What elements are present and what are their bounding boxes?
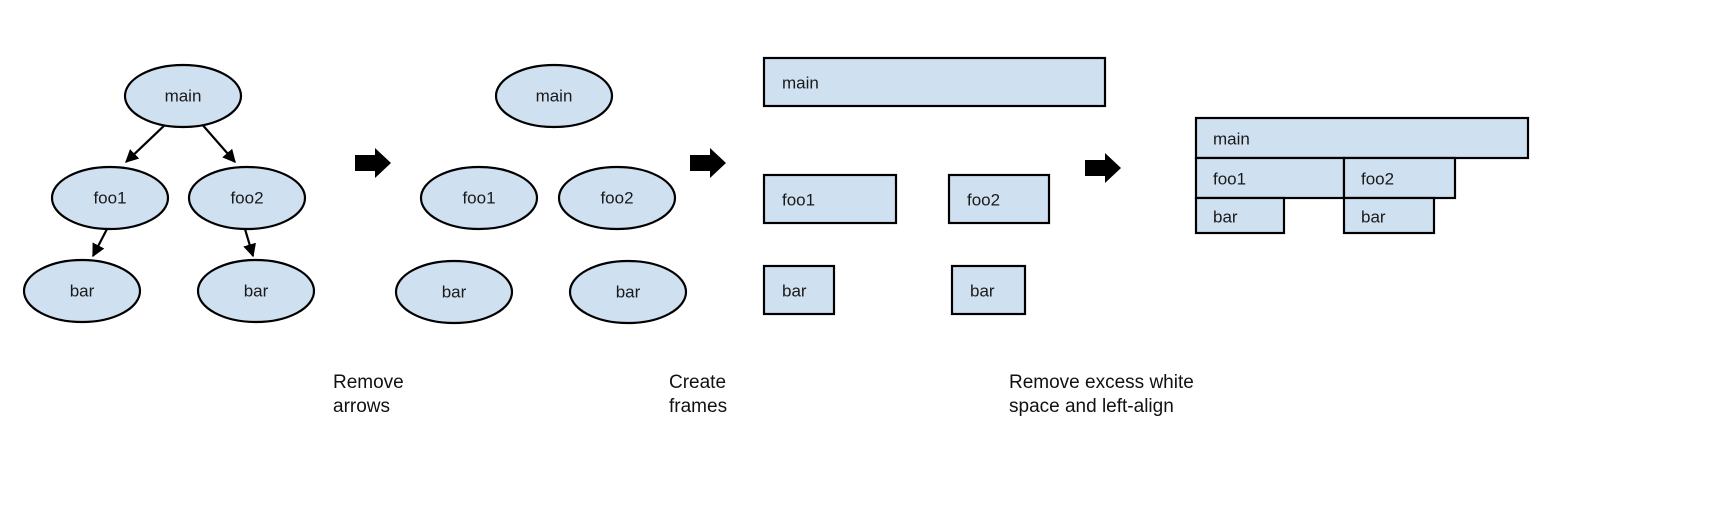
flame-frame-bar-left[interactable]: bar: [1194, 196, 1286, 235]
node-label: main: [536, 87, 573, 106]
node-bar-left[interactable]: bar: [394, 259, 514, 325]
node-foo1[interactable]: foo1: [419, 165, 539, 231]
flame-frame-foo2[interactable]: foo2: [1342, 156, 1457, 200]
node-label: foo2: [600, 189, 633, 208]
step-arrow-2-icon: [690, 148, 726, 178]
caption-line-1: Create: [669, 372, 726, 393]
edge-main-foo1: [125, 121, 169, 163]
node-bar-left[interactable]: bar: [22, 258, 142, 324]
node-label: bar: [442, 283, 467, 302]
frame-label: bar: [1361, 208, 1386, 227]
frame-label: foo1: [1213, 170, 1246, 189]
node-label: bar: [244, 282, 269, 301]
step-arrow-1-icon: [355, 148, 391, 178]
flame-frame-main[interactable]: main: [1194, 116, 1530, 160]
frame-label: foo2: [967, 191, 1000, 210]
frame-foo1[interactable]: foo1: [762, 173, 898, 225]
caption-remove-arrows: Remove arrows: [333, 372, 404, 417]
frame-label: main: [782, 74, 819, 93]
frame-bar-left[interactable]: bar: [762, 264, 836, 316]
node-label: foo1: [462, 189, 495, 208]
frame-label: foo1: [782, 191, 815, 210]
frame-label: bar: [782, 282, 807, 301]
edge-main-foo2: [199, 121, 236, 163]
flame-frame-foo1[interactable]: foo1: [1194, 156, 1346, 200]
node-label: bar: [70, 282, 95, 301]
panel-frames-unaligned: main foo1 foo2 bar bar: [762, 56, 1107, 316]
node-bar-right[interactable]: bar: [568, 259, 688, 325]
node-foo2[interactable]: foo2: [187, 165, 307, 231]
frame-main[interactable]: main: [762, 56, 1107, 108]
caption-line-2: space and left-align: [1009, 396, 1174, 417]
node-label: main: [165, 87, 202, 106]
frame-label: main: [1213, 130, 1250, 149]
frame-label: foo2: [1361, 170, 1394, 189]
panel-call-tree-without-arrows: main foo1 foo2 bar bar: [394, 63, 688, 325]
frame-label: bar: [970, 282, 995, 301]
edge-foo1-bar: [92, 228, 108, 258]
node-main[interactable]: main: [123, 63, 243, 129]
caption-line-2: frames: [669, 396, 727, 417]
caption-line-1: Remove: [333, 372, 404, 393]
edge-foo2-bar: [243, 228, 256, 258]
panel-flame-graph: main foo1 foo2 bar bar: [1194, 116, 1530, 235]
caption-line-1: Remove excess white: [1009, 372, 1194, 393]
frame-label: bar: [1213, 208, 1238, 227]
flame-frame-bar-right[interactable]: bar: [1342, 196, 1436, 235]
caption-remove-excess-white-space: Remove excess white space and left-align: [1009, 372, 1194, 417]
node-label: foo2: [230, 189, 263, 208]
node-main[interactable]: main: [494, 63, 614, 129]
node-bar-right[interactable]: bar: [196, 258, 316, 324]
panel-call-tree-with-arrows: main foo1 foo2 bar bar: [22, 63, 316, 324]
frame-bar-right[interactable]: bar: [950, 264, 1027, 316]
node-foo1[interactable]: foo1: [50, 165, 170, 231]
node-label: bar: [616, 283, 641, 302]
caption-create-frames: Create frames: [669, 372, 727, 417]
frame-foo2[interactable]: foo2: [947, 173, 1051, 225]
caption-line-2: arrows: [333, 396, 390, 417]
node-foo2[interactable]: foo2: [557, 165, 677, 231]
node-label: foo1: [93, 189, 126, 208]
step-arrow-3-icon: [1085, 153, 1121, 183]
